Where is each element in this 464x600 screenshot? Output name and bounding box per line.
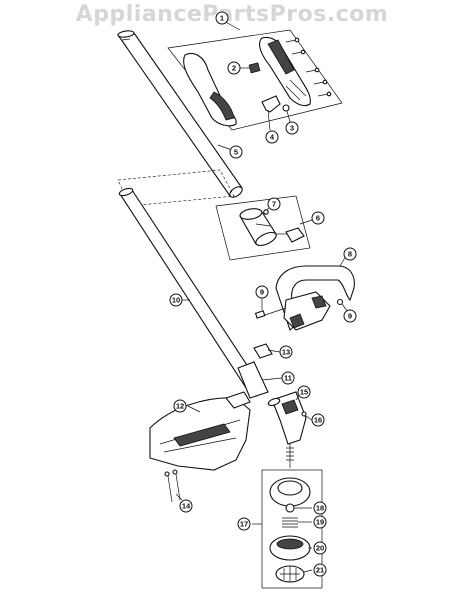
- part-coupler-pin: [263, 209, 269, 215]
- callout-8: 8: [343, 247, 357, 261]
- svg-text:4: 4: [270, 133, 275, 142]
- callout-7: 7: [267, 197, 281, 211]
- assembly-box-6: [215, 195, 311, 261]
- callout-2: 2: [227, 61, 241, 75]
- callout-14: 14: [179, 499, 193, 513]
- callout-16: 16: [311, 413, 325, 427]
- part-gear-screw: [301, 411, 307, 417]
- svg-text:2: 2: [232, 64, 236, 73]
- part-coupler-knob: [285, 227, 305, 243]
- svg-text:12: 12: [176, 402, 184, 411]
- svg-text:9: 9: [260, 288, 264, 297]
- assembly-box-17: [261, 469, 323, 589]
- guard-screws: [164, 469, 181, 503]
- svg-text:3: 3: [290, 124, 294, 133]
- callout-15: 15: [297, 385, 311, 399]
- svg-text:8: 8: [348, 250, 352, 259]
- svg-text:20: 20: [316, 544, 324, 553]
- svg-text:21: 21: [316, 566, 324, 575]
- callout-17: 17: [237, 517, 251, 531]
- part-switch: [248, 62, 261, 74]
- svg-text:6: 6: [316, 214, 320, 223]
- svg-text:1: 1: [220, 14, 224, 23]
- callout-3: 3: [285, 121, 299, 135]
- callout-1: 1: [215, 11, 229, 25]
- part-washer: [285, 503, 295, 513]
- svg-text:10: 10: [172, 296, 180, 305]
- svg-text:9: 9: [348, 312, 352, 321]
- part-bracket: [237, 361, 269, 399]
- callout-11: 11: [281, 371, 295, 385]
- part-gear-head: [271, 391, 307, 445]
- part-lower-shaft: [118, 187, 263, 395]
- svg-text:18: 18: [316, 504, 324, 513]
- svg-text:16: 16: [314, 416, 322, 425]
- part-shaft-clamp: [253, 343, 273, 359]
- watermark: AppliancePartsPros.com: [75, 2, 389, 27]
- svg-text:19: 19: [316, 518, 324, 527]
- callout-4: 4: [265, 130, 279, 144]
- callout-13: 13: [279, 345, 293, 359]
- callout-19: 19: [313, 515, 327, 529]
- svg-text:14: 14: [182, 502, 191, 511]
- svg-text:13: 13: [282, 348, 290, 357]
- callout-18: 18: [313, 501, 327, 515]
- part-trigger: [261, 95, 281, 113]
- callout-20: 20: [313, 541, 327, 555]
- svg-text:11: 11: [284, 374, 292, 383]
- callout-21: 21: [313, 563, 327, 577]
- callout-12: 12: [173, 399, 187, 413]
- svg-text:17: 17: [240, 520, 248, 529]
- callout-10: 10: [169, 293, 183, 307]
- part-guard-clip: [225, 391, 251, 409]
- part-spring-coil: [282, 517, 298, 528]
- handle-screws: [285, 37, 332, 97]
- part-spring: [282, 104, 290, 112]
- callout-6: 6: [311, 211, 325, 225]
- callout-9-left: 9: [255, 285, 269, 299]
- svg-text:7: 7: [272, 200, 276, 209]
- svg-text:5: 5: [234, 148, 238, 157]
- svg-text:15: 15: [300, 388, 308, 397]
- callout-5: 5: [229, 145, 243, 159]
- part-upper-shaft: [117, 30, 243, 198]
- callout-9-right: 9: [343, 309, 357, 323]
